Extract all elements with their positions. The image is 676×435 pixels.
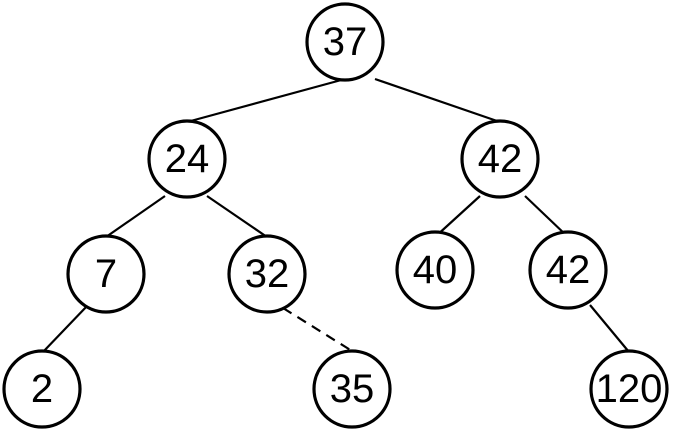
tree-node-2: 2 <box>2 349 82 429</box>
tree-node-24: 24 <box>147 119 227 199</box>
edge-37-24 <box>186 77 346 124</box>
tree-node-35: 35 <box>312 349 392 429</box>
tree-node-42-right: 42 <box>460 119 540 199</box>
node-label: 42 <box>546 248 591 292</box>
edge-42-120 <box>589 304 630 353</box>
node-label: 2 <box>31 367 53 411</box>
node-label: 35 <box>330 367 375 411</box>
tree-node-42-lower: 42 <box>528 230 608 310</box>
tree-node-root: 37 <box>305 2 385 82</box>
edge-42-40 <box>434 195 481 238</box>
node-label: 40 <box>413 248 458 292</box>
tree-node-7: 7 <box>66 234 146 314</box>
node-label: 37 <box>323 20 368 64</box>
node-label: 32 <box>245 252 290 296</box>
node-label: 24 <box>165 137 210 181</box>
edge-7-2 <box>41 304 89 354</box>
node-label: 7 <box>95 252 117 296</box>
tree-node-120: 120 <box>589 349 669 429</box>
node-label: 42 <box>478 137 523 181</box>
edge-32-35-dashed <box>282 307 353 352</box>
tree-node-40: 40 <box>395 230 475 310</box>
edge-24-32 <box>206 195 268 238</box>
edge-24-7 <box>105 195 166 238</box>
node-label: 120 <box>596 367 663 411</box>
edge-37-42-right <box>374 77 501 124</box>
tree-node-32: 32 <box>227 234 307 314</box>
edge-42-42-right <box>524 195 569 238</box>
